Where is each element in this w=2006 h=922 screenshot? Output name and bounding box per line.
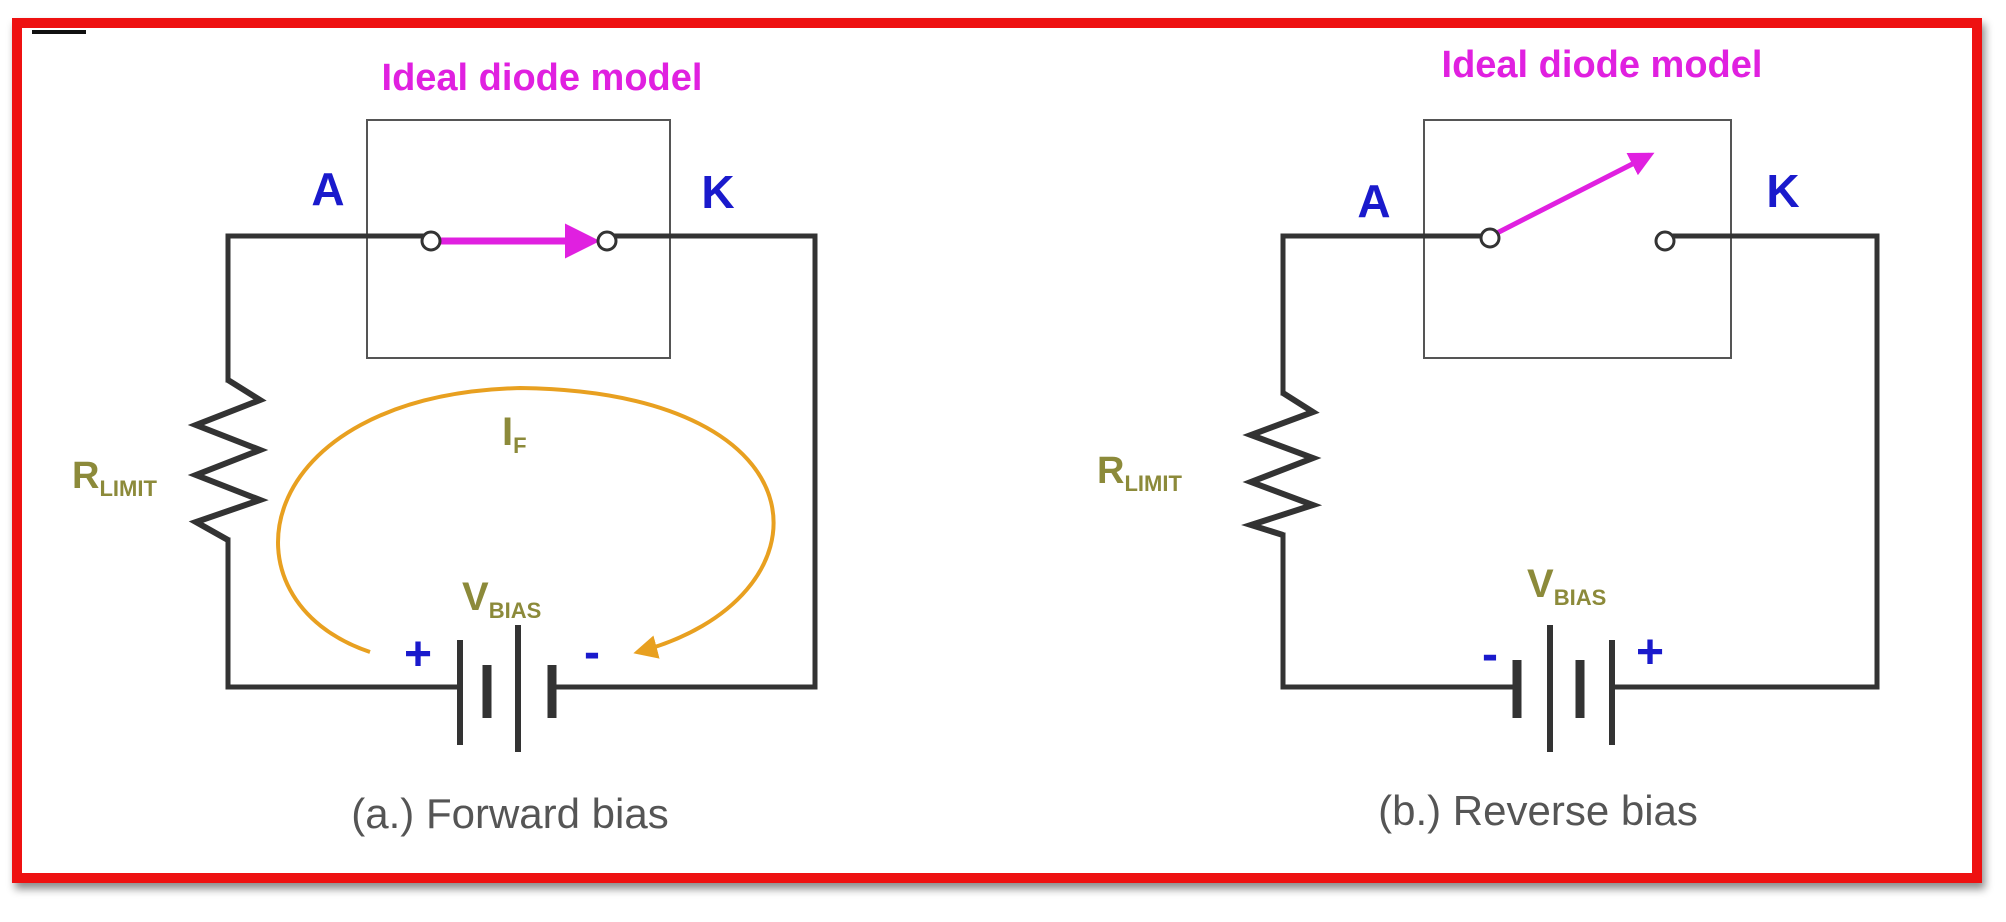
reverse-switch-terminal-right: [1654, 230, 1676, 252]
forward-current-label: IF: [502, 410, 527, 458]
forward-anode-label: A: [311, 163, 344, 215]
reverse-source-label: VBIAS: [1527, 562, 1606, 610]
forward-circuit-wires: [225, 233, 818, 690]
forward-battery: [457, 625, 557, 752]
reverse-resistor: [1241, 390, 1323, 538]
reverse-caption: (b.) Reverse bias: [1378, 787, 1698, 834]
reverse-model-title: Ideal diode model: [1442, 44, 1763, 86]
forward-model-title: Ideal diode model: [382, 57, 703, 99]
reverse-polarity-right: +: [1636, 626, 1664, 679]
forward-cathode-label: K: [701, 166, 734, 218]
forward-polarity-left: +: [404, 628, 432, 681]
forward-caption: (a.) Forward bias: [351, 790, 668, 837]
forward-resistor-label: RLIMIT: [72, 455, 157, 501]
reverse-battery: [1512, 625, 1615, 752]
reverse-circuit-wires: [1280, 233, 1880, 690]
corner-dash-mark: [32, 30, 86, 34]
forward-source-label: VBIAS: [462, 575, 541, 623]
reverse-open-switch: [1495, 152, 1655, 236]
forward-bias-panel: Ideal diode model A K RLIMIT IF: [72, 57, 818, 837]
reverse-anode-label: A: [1357, 175, 1390, 227]
forward-polarity-right: -: [584, 626, 600, 679]
forward-switch-terminal-left: [420, 230, 442, 252]
forward-diode-model-box: [366, 119, 671, 359]
reverse-cathode-label: K: [1766, 165, 1799, 217]
forward-switch-terminal-right: [596, 230, 618, 252]
reverse-diode-model-box: [1423, 119, 1732, 359]
reverse-switch-terminal-left: [1479, 227, 1501, 249]
forward-current-arrow: [276, 385, 776, 659]
reverse-bias-panel: Ideal diode model A K RLIMIT VBIAS: [1097, 44, 1880, 834]
forward-resistor: [187, 377, 269, 543]
reverse-polarity-left: -: [1482, 628, 1498, 681]
reverse-resistor-label: RLIMIT: [1097, 450, 1182, 496]
